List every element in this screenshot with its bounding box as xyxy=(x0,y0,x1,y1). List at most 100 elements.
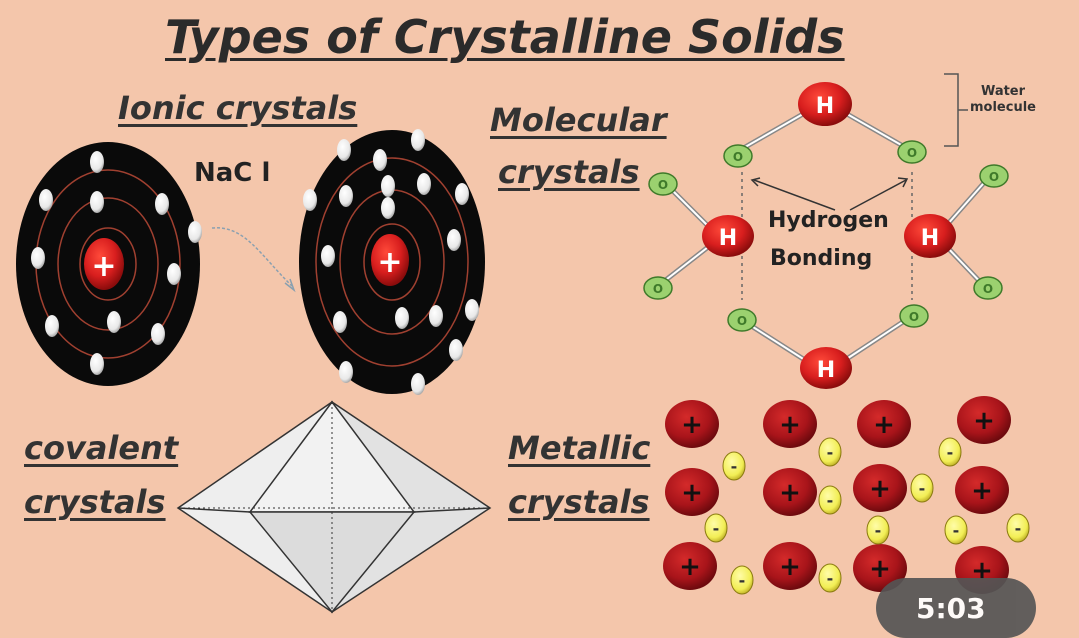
free-electron xyxy=(818,437,842,467)
hydrogen-atom xyxy=(798,82,852,126)
free-electron xyxy=(866,515,890,545)
ionic-formula: NaC l xyxy=(194,158,271,188)
cation-symbol: + xyxy=(873,410,895,440)
hydrogen-bonding-label-line1: Hydrogen xyxy=(768,208,889,233)
electron xyxy=(373,149,387,171)
electron-transfer-arrow xyxy=(211,227,293,287)
free-electron xyxy=(1006,513,1030,543)
electron xyxy=(447,229,461,251)
oxygen-symbol: O xyxy=(907,146,917,160)
electron xyxy=(411,373,425,395)
oxygen-atom xyxy=(643,276,673,300)
electron-symbol: - xyxy=(947,443,954,462)
metallic-lattice: ++++++++++++----------- xyxy=(663,396,1030,595)
molecular-heading-line2: crystals xyxy=(498,153,640,191)
cation-symbol: + xyxy=(679,552,701,582)
hydrogen-atom xyxy=(702,215,754,257)
electron xyxy=(167,263,181,285)
cation-symbol: + xyxy=(973,406,995,436)
water-molecule-label: Water molecule xyxy=(970,84,1036,117)
electron xyxy=(45,315,59,337)
electron xyxy=(465,299,479,321)
water-molecule-bracket xyxy=(944,73,968,147)
nucleus xyxy=(371,234,409,286)
hydrogen-symbol: H xyxy=(719,226,737,251)
electron xyxy=(429,305,443,327)
water-label-line2: molecule xyxy=(970,100,1036,116)
electron xyxy=(339,361,353,383)
electron-symbol: - xyxy=(827,443,834,462)
oxygen-symbol: O xyxy=(658,178,668,192)
electron-symbol: - xyxy=(1015,519,1022,538)
hydrogen-symbol: H xyxy=(817,358,835,383)
free-electron xyxy=(722,451,746,481)
cation-symbol: + xyxy=(779,478,801,508)
metal-cation xyxy=(957,396,1011,444)
cation-symbol: + xyxy=(869,474,891,504)
electron-symbol: - xyxy=(875,521,882,540)
metallic-heading-line1: Metallic xyxy=(508,429,651,467)
hydrogen-symbol: H xyxy=(816,94,834,119)
metal-cation xyxy=(857,400,911,448)
hydrogen-atom xyxy=(904,214,956,258)
electrons xyxy=(303,129,479,395)
metal-cation xyxy=(665,400,719,448)
electron xyxy=(395,307,409,329)
arrow-head xyxy=(284,278,296,293)
metal-cation xyxy=(763,400,817,448)
electron-shell xyxy=(315,157,469,367)
electron-symbol: - xyxy=(739,571,746,590)
covalent-heading-line1: covalent xyxy=(24,429,179,467)
oxygen-symbol: O xyxy=(909,310,919,324)
oxygen-atom xyxy=(899,304,929,328)
electron xyxy=(31,247,45,269)
electron xyxy=(107,311,121,333)
oxygen-atom xyxy=(727,308,757,332)
oxygen-symbol: O xyxy=(733,150,743,164)
electron-shell xyxy=(363,223,421,301)
hydrogen-bonding-label-line2: Bonding xyxy=(770,246,873,271)
metallic-heading-line2: crystals xyxy=(508,483,650,521)
oxygen-symbol: O xyxy=(989,170,999,184)
cation-symbol: + xyxy=(681,478,703,508)
hydrogen-atom xyxy=(800,347,852,389)
electron xyxy=(411,129,425,151)
electron xyxy=(90,353,104,375)
electrons xyxy=(31,151,202,375)
electron-shell xyxy=(79,227,137,301)
chlorine-atom: + xyxy=(299,129,485,395)
electron xyxy=(339,185,353,207)
pointer-arrow xyxy=(849,179,907,211)
electron xyxy=(151,323,165,345)
nucleus-symbol: + xyxy=(377,245,402,280)
oxygen-symbol: O xyxy=(983,282,993,296)
metal-cation xyxy=(763,542,817,590)
electron xyxy=(333,311,347,333)
cation-symbol: + xyxy=(779,410,801,440)
metal-cation xyxy=(763,468,817,516)
free-electron xyxy=(910,473,934,503)
pointer-arrow xyxy=(753,179,836,211)
electron-symbol: - xyxy=(713,519,720,538)
nucleus-symbol: + xyxy=(91,249,116,284)
diagram-canvas: + + xyxy=(16,73,1030,614)
page-title: Types of Crystalline Solids xyxy=(165,10,845,64)
electron xyxy=(449,339,463,361)
valence-electron xyxy=(188,221,202,243)
oxygen-atom xyxy=(648,172,678,196)
electron xyxy=(39,189,53,211)
electron xyxy=(455,183,469,205)
slide: + + xyxy=(16,10,1036,638)
water-label-line1: Water xyxy=(980,84,1026,99)
free-electron xyxy=(818,485,842,515)
video-timestamp: 5:03 xyxy=(916,592,986,625)
oxygen-atom xyxy=(723,144,753,168)
metal-cation xyxy=(955,466,1009,514)
covalent-heading-line2: crystals xyxy=(24,483,166,521)
free-electron xyxy=(704,513,728,543)
oxygen-atom xyxy=(973,276,1003,300)
electron xyxy=(337,139,351,161)
cation-symbol: + xyxy=(681,410,703,440)
water-network: H H H H O O O O O O xyxy=(643,73,1009,389)
metal-cation xyxy=(665,468,719,516)
